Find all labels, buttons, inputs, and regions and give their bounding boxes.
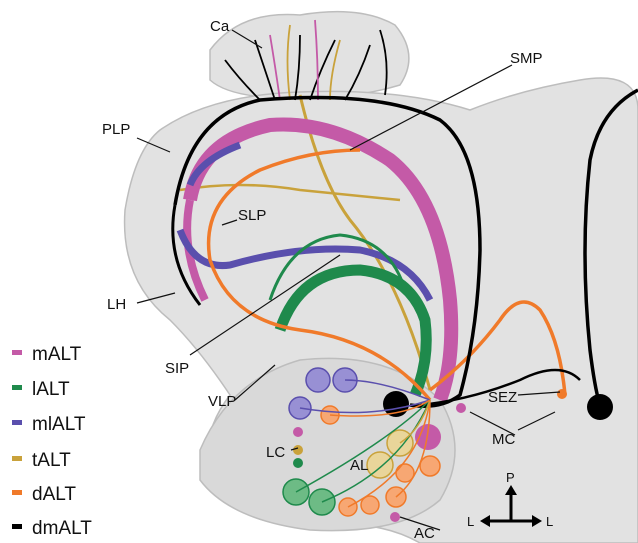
label-mc: MC [492,431,515,448]
legend-swatch-dalt [12,490,22,495]
axis-label-left: L [467,514,474,529]
label-al: AL [350,457,368,474]
label-sip: SIP [165,360,189,377]
legend: mALT lALT mlALT tALT dALT dmALT [12,344,92,539]
label-lh: LH [107,296,126,313]
legend-label-lalt: lALT [32,379,70,400]
label-ac: AC [414,525,435,542]
label-slp: SLP [238,207,266,224]
label-ca: Ca [210,18,230,35]
label-vlp: VLP [208,393,236,410]
legend-label-talt: tALT [32,450,71,471]
legend-swatch-lalt [12,385,22,390]
legend-swatch-malt [12,350,22,355]
axis-label-right: L [546,514,553,529]
legend-swatch-dmalt [12,524,22,529]
label-smp: SMP [510,50,543,67]
legend-label-malt: mALT [32,344,82,365]
legend-label-mlalt: mlALT [32,414,86,435]
label-plp: PLP [102,121,130,138]
legend-label-dmalt: dmALT [32,518,92,539]
label-sez: SEZ [488,389,517,406]
legend-swatch-mlalt [12,420,22,425]
legend-label-dalt: dALT [32,484,76,505]
axis-label-p: P [506,470,515,485]
legend-swatch-talt [12,456,22,461]
label-lc: LC [266,444,285,461]
